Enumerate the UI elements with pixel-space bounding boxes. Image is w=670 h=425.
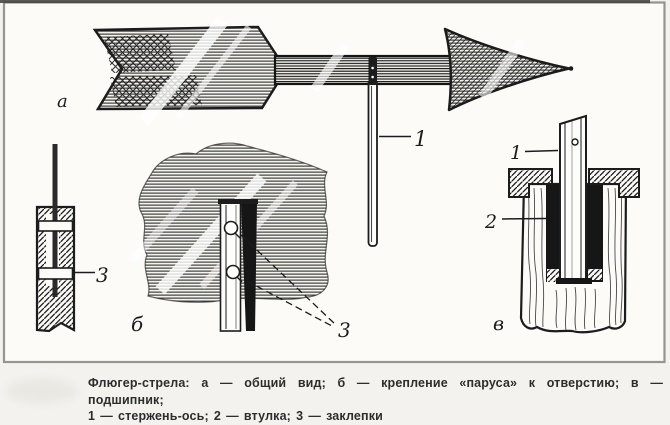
highlight-streak <box>310 42 350 93</box>
highlight-streak <box>478 39 526 100</box>
rivet-slot <box>37 220 74 232</box>
axis-rod <box>367 79 378 247</box>
channel-top-cap <box>218 199 258 204</box>
flange-right <box>588 168 640 198</box>
dashed-leader <box>246 280 333 327</box>
highlight-streak <box>128 187 199 264</box>
arrow-tip-dot <box>568 66 574 71</box>
weather-vane-arrow: 1 а <box>57 16 574 247</box>
highlight-streak <box>175 24 252 120</box>
frame-top-band <box>0 0 650 3</box>
bushing-bottom-hatch <box>588 269 602 280</box>
callout-2-sleeve: 2 <box>484 211 497 233</box>
weather-vane-diagram: 1 а 3 3 б <box>0 0 666 364</box>
rivet-tick <box>234 232 241 239</box>
label-part-a: а <box>57 91 68 112</box>
rivet-section-side: 3 <box>35 144 109 333</box>
rod-hole <box>571 138 579 146</box>
cavity-bottom <box>556 278 592 284</box>
flange-left <box>508 168 553 198</box>
rod-shaft-joint <box>368 57 377 85</box>
callout-1-rod: 1 <box>414 127 427 151</box>
callout-1-bearing: 1 <box>510 142 522 164</box>
rivet-slot <box>37 267 74 280</box>
rod-rivet-dot <box>371 66 374 70</box>
figure-frame: 1 а 3 3 б <box>0 0 666 364</box>
figure-caption: Флюгер-стрела: а — общий вид; б — крепле… <box>88 375 663 425</box>
bushing-wall <box>587 184 603 282</box>
rivet-head <box>225 264 241 280</box>
paper-smudge <box>6 378 78 404</box>
callout-3-front: 3 <box>338 318 351 342</box>
sail-fastening: 3 б <box>128 142 351 342</box>
rod-rivet-dot <box>371 75 374 79</box>
caption-line-2: 1 — стержень-ось; 2 — втулка; 3 — заклеп… <box>88 409 383 423</box>
caption-line-1: Флюгер-стрела: а — общий вид; б — крепле… <box>88 376 663 407</box>
label-part-b: б <box>131 312 144 336</box>
bushing-wall <box>546 184 561 282</box>
channel-shadow-strip <box>241 202 257 331</box>
rivet-tick <box>236 276 243 283</box>
bearing-assembly: 1 2 в <box>484 114 640 335</box>
fin-crosshatch-patch <box>104 34 176 73</box>
callout-leader <box>524 149 559 153</box>
rivet-head <box>223 220 239 236</box>
wood-grain <box>527 187 623 331</box>
callout-3-side: 3 <box>96 263 109 287</box>
label-part-v: в <box>493 313 504 335</box>
highlight-streak <box>138 16 228 126</box>
arrow-shaft <box>273 54 454 86</box>
callout-leader <box>501 217 547 220</box>
